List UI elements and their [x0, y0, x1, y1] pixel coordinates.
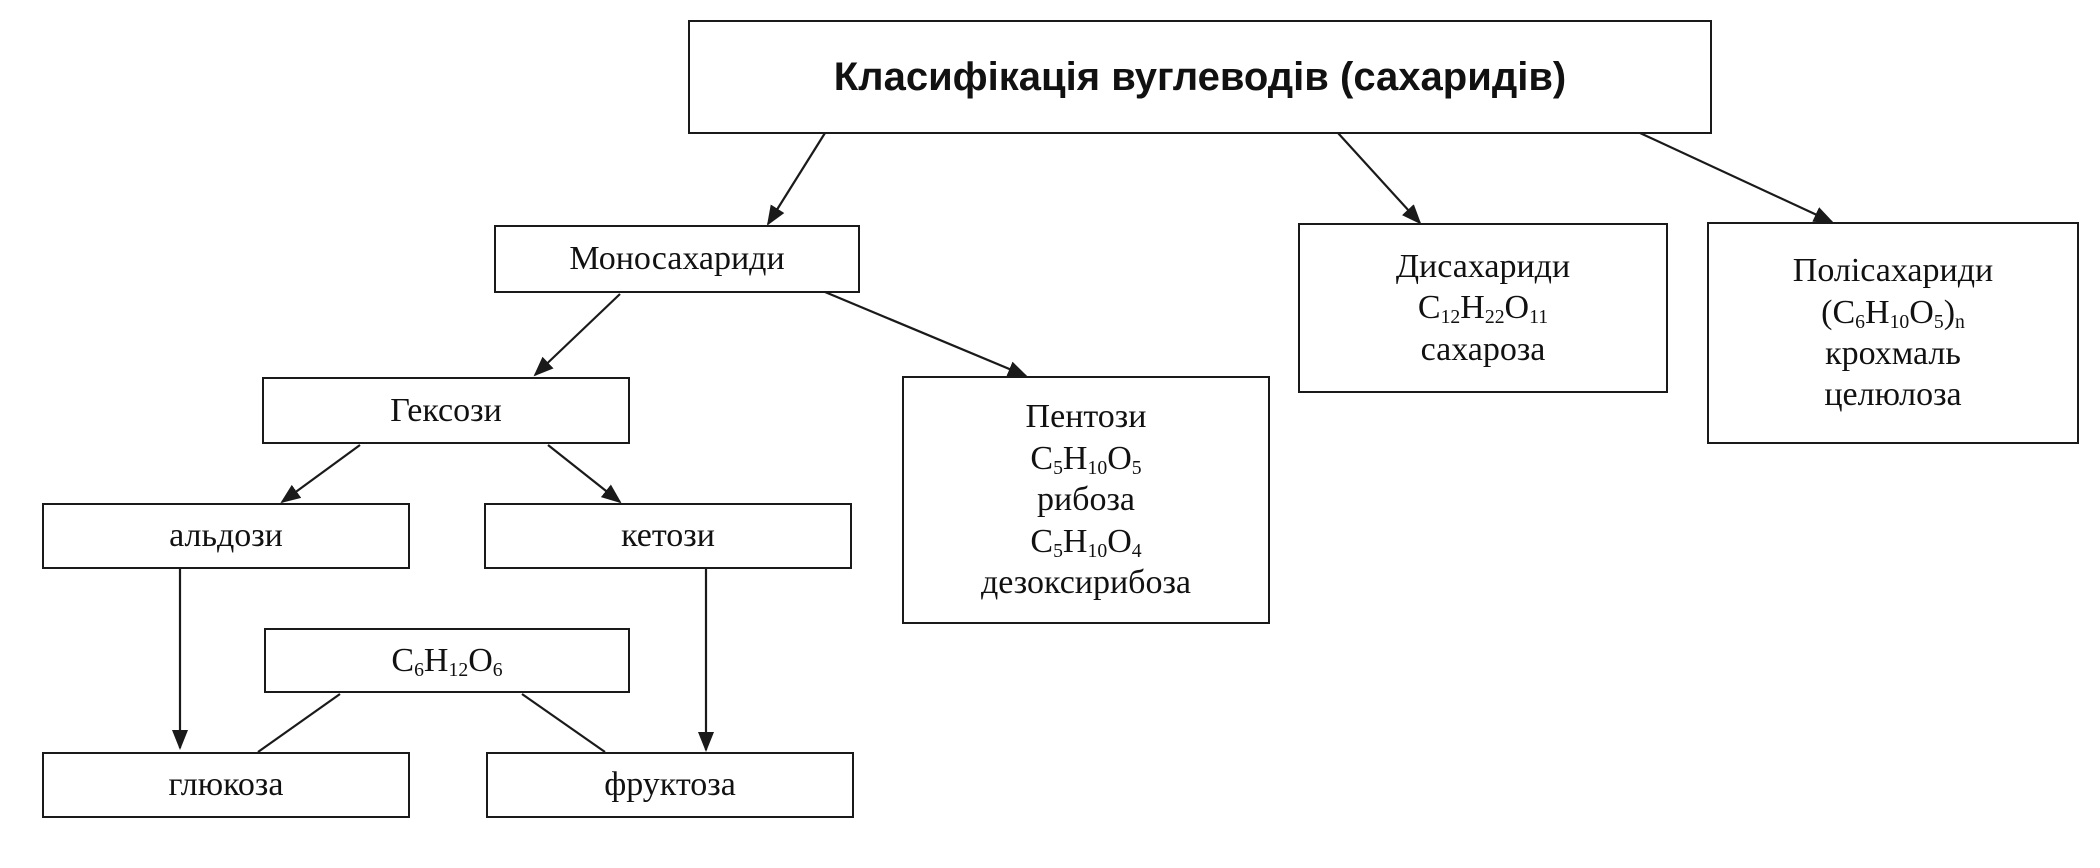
pent-box: Пентози C5H10O5 рибоза C5H10O4 дезоксири…: [902, 376, 1270, 624]
ket-box: кетози: [484, 503, 852, 569]
fructose-box: фруктоза: [486, 752, 854, 818]
hex-label: Гексози: [390, 391, 502, 429]
mono-label: Моносахариди: [569, 240, 785, 278]
di-label: Дисахариди: [1395, 247, 1571, 285]
arrow-title-to-poly: [1639, 132, 1834, 223]
arrow-mono-to-pent: [824, 290, 1028, 378]
fructose-label: фруктоза: [604, 766, 736, 804]
hex-box: Гексози: [262, 377, 630, 444]
di-example: сахароза: [1420, 330, 1546, 368]
pent-formula-1: C5H10O5: [1030, 439, 1142, 479]
diagram-title: Класифікація вуглеводів (сахаридів): [833, 54, 1567, 99]
poly-label: Полісахариди: [1792, 252, 1994, 290]
connector-formula-to-fructose: [521, 693, 606, 753]
hexose-formula-box: C6H12O6: [264, 628, 630, 693]
arrow-hex-to-ket: [547, 444, 622, 504]
pent-label: Пентози: [1025, 398, 1147, 436]
arrow-title-to-mono: [766, 132, 826, 226]
arrow-hex-to-ald: [280, 444, 361, 504]
pent-example-2: дезоксирибоза: [980, 564, 1191, 602]
connector-formula-to-glucose: [257, 693, 341, 753]
poly-formula: (C6H10O5)n: [1821, 293, 1965, 333]
poly-example-2: целюлоза: [1824, 376, 1962, 414]
ket-label: кетози: [621, 517, 715, 555]
glucose-label: глюкоза: [168, 766, 284, 804]
poly-box: Полісахариди (C6H10O5)n крохмаль целюлоз…: [1707, 222, 2079, 444]
ald-label: альдози: [169, 517, 283, 555]
di-box: Дисахариди C12H22O11 сахароза: [1298, 223, 1668, 393]
mono-box: Моносахариди: [494, 225, 860, 293]
ald-box: альдози: [42, 503, 410, 569]
arrow-mono-to-hex: [533, 293, 621, 377]
arrow-title-to-di: [1337, 132, 1422, 225]
title-box: Класифікація вуглеводів (сахаридів): [688, 20, 1712, 134]
poly-example-1: крохмаль: [1825, 335, 1961, 372]
pent-example-1: рибоза: [1036, 481, 1135, 519]
pent-formula-2: C5H10O4: [1030, 522, 1142, 562]
hexose-formula: C6H12O6: [391, 641, 503, 681]
di-formula: C12H22O11: [1417, 289, 1549, 329]
glucose-box: глюкоза: [42, 752, 410, 818]
